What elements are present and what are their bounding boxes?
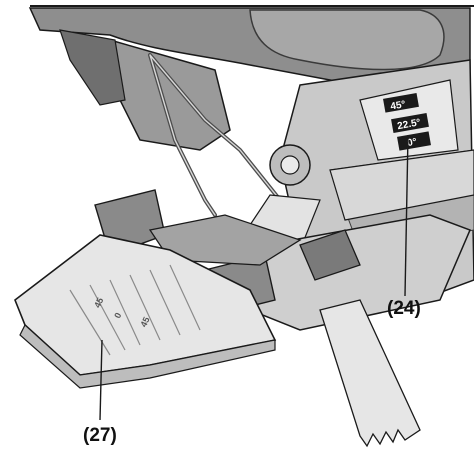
bevel-mark-0: 0° [406, 137, 417, 149]
shoe-lever-grip [299, 229, 361, 281]
shoe-scale-line [69, 289, 111, 356]
bevel-mark-45: 45° [390, 99, 407, 112]
shoe-scale-line [109, 279, 141, 346]
callout-label-24: (24) [387, 298, 421, 319]
bevel-scale-band-0 [397, 131, 431, 151]
shoe-mark-right-45: 45 [138, 315, 151, 328]
leader-line-24 [404, 134, 409, 297]
shoe-scale-line [89, 284, 126, 351]
shoe-mark-center-0: 0 [112, 311, 123, 320]
plunger [329, 149, 474, 221]
shoe-scale-line [129, 274, 161, 341]
bevel-scale-band-22 [391, 112, 429, 134]
shoe-scale-line [169, 264, 201, 331]
bevel-scale: 45° 22.5° 0° [359, 79, 459, 161]
shoe-scale-line [149, 269, 181, 336]
pivot-bolt-inner [280, 155, 300, 175]
bevel-scale-band-45 [383, 92, 419, 113]
callout-label-27: (27) [83, 425, 117, 446]
shoe-mark-left-45: 45 [92, 296, 105, 309]
housing-rounded-panel [249, 9, 445, 71]
housing-left-shadow [59, 29, 126, 106]
shoe-plate-edge [19, 324, 276, 389]
bevel-mark-22: 22.5° [397, 117, 422, 132]
housing-left-block [109, 38, 231, 151]
shoe-scale [69, 264, 201, 356]
lever-wire-highlight [149, 54, 281, 216]
saw-blade-lower [319, 299, 421, 448]
leader-line-27 [99, 339, 103, 421]
